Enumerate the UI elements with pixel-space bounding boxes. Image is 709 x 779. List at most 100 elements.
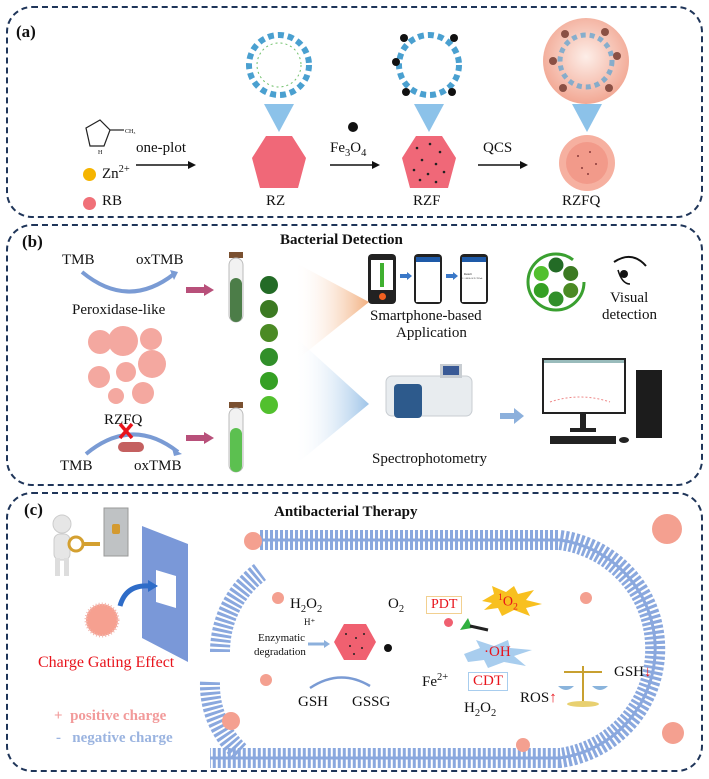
color-cycle-icon (526, 252, 586, 312)
smartphone-label-line1: Smartphone-based (370, 308, 482, 324)
arrow-right-icon (308, 640, 330, 648)
gsh-right-label: GSH↓ (614, 664, 652, 680)
test-tube-light-green-icon (228, 402, 244, 473)
bacterium-icon (118, 442, 144, 452)
wheel-color-dot (563, 266, 579, 281)
phone-result-text: C=1.8818×10^9 CFU/mL (462, 278, 483, 280)
pdt-badge: PDT (426, 596, 463, 614)
rzfq-nanoparticle-icon (516, 738, 530, 752)
charge-gating-effect-label: Charge Gating Effect (38, 654, 175, 671)
cycle-arrow (526, 252, 586, 312)
curved-arrow-icon (80, 270, 178, 294)
visual-detection-line1: Visual (610, 290, 649, 306)
locked-door-icon (103, 507, 129, 557)
zoom-cone (264, 104, 294, 132)
gsh-label: GSH (298, 694, 329, 710)
spectrophotometry-label: Spectrophotometry (372, 451, 487, 467)
test-tube-dark-green-icon (228, 252, 244, 323)
rzfq-nanoparticle-icon (222, 712, 240, 730)
inhibited-curved-arrow-icon (84, 432, 182, 456)
fe3o4-particle-icon (384, 644, 392, 652)
wheel-color-dot (533, 266, 549, 281)
cross-mark-icon (118, 422, 134, 440)
gradient-color-dot (260, 324, 278, 342)
arrow-right-icon (136, 161, 196, 169)
panel-b-tag: (b) (22, 232, 43, 251)
person-with-key-icon (52, 514, 100, 576)
tmb-bottom-label: TMB (60, 458, 93, 474)
arrow-right-icon (330, 161, 380, 169)
rzfq-nanoparticle-icon (662, 722, 684, 744)
cdt-badge: CDT (468, 672, 508, 691)
section-title-antibacterial-therapy: Antibacterial Therapy (274, 504, 418, 520)
gradient-color-dot (260, 348, 278, 366)
rb-label: RB (102, 193, 123, 209)
arrow-up-icon: ↑ (549, 690, 557, 706)
rzfq-nanoparticle-icon (244, 532, 262, 550)
eye-icon (613, 255, 647, 285)
wheel-color-dot (548, 291, 564, 307)
rzfq-particle-icon (559, 135, 615, 191)
step-qcs-label: QCS (483, 140, 513, 156)
rzfq-nanoparticle-icon (84, 602, 120, 638)
gradient-color-dot (260, 300, 278, 318)
rb-molecule-icon (444, 618, 453, 627)
svg-text:H: H (98, 150, 103, 156)
singlet-oxygen-burst-icon (482, 586, 542, 616)
rzfq-nanoparticle-icon (652, 514, 682, 544)
zn-label: Zn2+ (102, 164, 130, 182)
gradient-color-dot (260, 372, 278, 390)
balance-scale-icon (558, 666, 608, 707)
fe2-label: Fe2+ (422, 672, 449, 690)
light-source-icon (460, 618, 489, 632)
o2-label: O2 (388, 596, 405, 615)
arrow-right-icon (478, 161, 528, 169)
curved-arrow-icon (117, 580, 158, 607)
oxtmb-bottom-label: oxTMB (134, 458, 182, 474)
arrow-right-icon (400, 272, 412, 280)
hydroxyl-radical-label: ·OH (484, 644, 511, 660)
panel-a: (a) CH₃ H Zn2+ RB one-plot RZ Fe3O4 RZF … (6, 6, 703, 218)
step-fe3o4-label: Fe3O4 (330, 140, 367, 159)
arrow-right-icon (186, 432, 214, 444)
panel-b: (b) Bacterial Detection TMB oxTMB Peroxi… (6, 224, 703, 486)
wheel-color-dot (533, 283, 549, 298)
charge-gate-mesh-icon (142, 526, 188, 662)
rzfq-nanoparticle-icon (580, 592, 592, 604)
2-methylimidazole-structure-icon: CH₃ H (85, 119, 135, 156)
rzf-crystal-icon (402, 136, 456, 188)
section-title-bacterial-detection: Bacterial Detection (280, 232, 403, 248)
arrow-down-icon: ↓ (644, 664, 652, 680)
legend-negative-charge: - negative charge (56, 730, 173, 746)
singlet-oxygen-label: 1O2 (498, 592, 518, 613)
gssg-label: GSSG (352, 694, 391, 710)
rzfq-shell-icon (543, 18, 629, 104)
enzymatic-degradation-line2: degradation (254, 646, 306, 658)
curved-arrow-icon (309, 676, 371, 690)
smartphone-data-screen (414, 254, 442, 304)
wheel-color-dot (563, 283, 579, 298)
zn-ion-icon (83, 168, 96, 181)
rb-icon (83, 197, 96, 210)
legend-positive-charge: + positive charge (54, 708, 167, 724)
svg-text:CH₃: CH₃ (125, 129, 135, 135)
smartphone-result-screen: Result C=1.8818×10^9 CFU/mL (460, 254, 488, 304)
rz-crystal-icon (252, 136, 306, 188)
ros-label: ROS↑ (520, 690, 557, 706)
smartphone-label-line2: Application (396, 325, 467, 341)
h-plus-label: H⁺ (304, 617, 316, 627)
rzfq-nanoparticle-icon (260, 674, 272, 686)
spectrophotometer-icon (385, 364, 473, 418)
zoom-cone (414, 104, 444, 132)
gradient-color-dot (260, 396, 278, 414)
gradient-color-dot (260, 276, 278, 294)
rzfq-label: RZFQ (104, 412, 143, 428)
zif-framework-rz-icon (246, 32, 312, 98)
orange-beam (294, 262, 369, 362)
rzf-crystal-icon (334, 624, 376, 660)
fe3o4-particle-icon (348, 122, 358, 132)
product-rz-label: RZ (266, 193, 286, 209)
panel-c-tag: (c) (24, 500, 43, 519)
panel-c: (c) Antibacterial Therapy Charge Gating … (6, 492, 703, 772)
h2o2-top-label: H2O2 (290, 596, 323, 615)
